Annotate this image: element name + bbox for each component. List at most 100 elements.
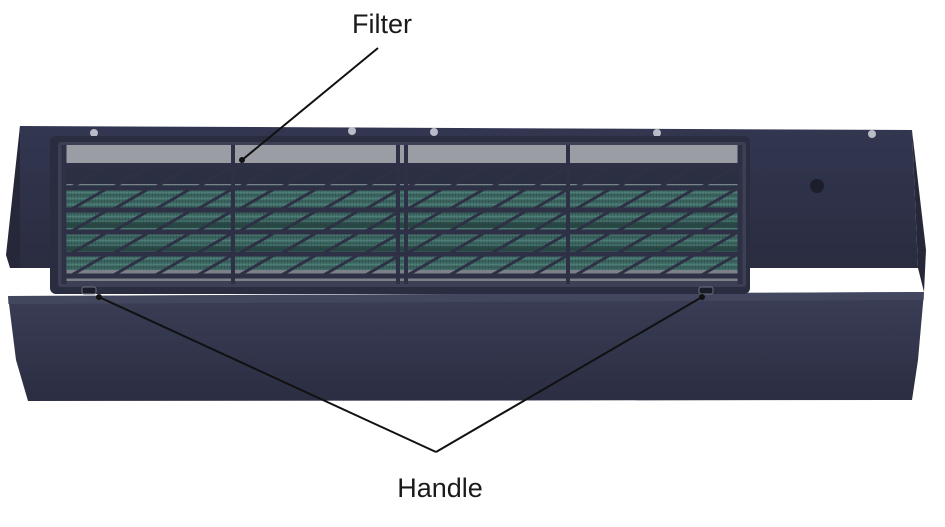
leader-lines [96, 47, 705, 453]
filter-rib [447, 164, 487, 190]
filter-rib [237, 164, 277, 190]
filter-rib [69, 230, 109, 256]
filter-rib [153, 208, 193, 234]
filter-rib [363, 164, 403, 190]
filter-rib [489, 164, 529, 190]
filter-ribs [69, 164, 742, 278]
handle-leader-line-right [435, 296, 703, 453]
filter-rib [405, 164, 445, 190]
front-panel [8, 292, 924, 401]
filter-rib [489, 186, 529, 212]
screw-icon [430, 128, 438, 136]
screw-icon [868, 130, 876, 138]
filter-rib [321, 230, 361, 256]
filter-rib [657, 230, 697, 256]
filter-rib [615, 230, 655, 256]
filter-rib [153, 164, 193, 190]
filter-rib [489, 252, 529, 278]
filter-rib [489, 230, 529, 256]
filter-rib [279, 186, 319, 212]
filter-rib [111, 230, 151, 256]
filter-leader-line [241, 47, 379, 161]
filter-rib [489, 208, 529, 234]
filter-rib [237, 186, 277, 212]
filter-rib [363, 208, 403, 234]
filter-rib [69, 164, 109, 190]
handle-leader-dot-right [699, 294, 705, 300]
filter-rib [111, 252, 151, 278]
filter-rib [153, 230, 193, 256]
filter-rib [699, 208, 739, 234]
filter-rib [363, 230, 403, 256]
filter-rib [657, 164, 697, 190]
filter-rib [447, 186, 487, 212]
handle-label: Handle [397, 473, 483, 503]
filter-leader-dot [239, 157, 245, 163]
filter-rib [699, 164, 739, 190]
filter-rib [279, 164, 319, 190]
filter-rib [111, 208, 151, 234]
handle-tab-icon [81, 286, 97, 295]
filter-rib [279, 230, 319, 256]
filter-rib [405, 208, 445, 234]
filter-rib [531, 164, 571, 190]
filter-rib [531, 252, 571, 278]
sensor-icon [810, 179, 824, 193]
filter-rib [321, 186, 361, 212]
filter-rib [657, 186, 697, 212]
filter-rib [573, 186, 613, 212]
filter-rib [237, 208, 277, 234]
filter-rib [615, 208, 655, 234]
filter-rib [615, 164, 655, 190]
filter-rib [69, 186, 109, 212]
filter-rib [447, 230, 487, 256]
filter-rib [699, 252, 739, 278]
handle-leader-dot-left [96, 294, 102, 300]
filter-rib [363, 252, 403, 278]
filter-rib [321, 164, 361, 190]
filter-rib [237, 230, 277, 256]
top-screws [90, 127, 876, 138]
filter-rib [447, 252, 487, 278]
filter-rib [699, 230, 739, 256]
filter-rib [153, 186, 193, 212]
filter-rib [195, 164, 235, 190]
filter-rib [447, 208, 487, 234]
handle-tab-icon [698, 286, 714, 295]
filter-rib [573, 164, 613, 190]
filter-rib [615, 186, 655, 212]
filter-rib [573, 230, 613, 256]
filter-rib [405, 186, 445, 212]
filter-rib [111, 164, 151, 190]
filter-rib [405, 252, 445, 278]
filter-rib [615, 252, 655, 278]
filter-rib [195, 252, 235, 278]
filter-rib [573, 252, 613, 278]
filter-rib [153, 252, 193, 278]
filter-rib [69, 208, 109, 234]
screw-icon [653, 129, 661, 137]
filter-rib [195, 186, 235, 212]
filter-rib [111, 186, 151, 212]
filter-rib [195, 208, 235, 234]
filter-rib [321, 252, 361, 278]
filter-rib [699, 186, 739, 212]
filter-rib [531, 186, 571, 212]
filter-rib [69, 252, 109, 278]
filter-rib [531, 208, 571, 234]
filter-rib [405, 230, 445, 256]
filter-label: Filter [352, 9, 412, 39]
filter-rib [237, 252, 277, 278]
screw-icon [348, 127, 356, 135]
handle-leader-line-left [98, 296, 437, 453]
filter-rib [279, 252, 319, 278]
filter-rib [573, 208, 613, 234]
screw-icon [90, 129, 98, 137]
filter-assembly [50, 136, 750, 294]
filter-rib [657, 252, 697, 278]
filter-rib [531, 230, 571, 256]
filter-rib [195, 230, 235, 256]
filter-rib [279, 208, 319, 234]
filter-rib [363, 186, 403, 212]
